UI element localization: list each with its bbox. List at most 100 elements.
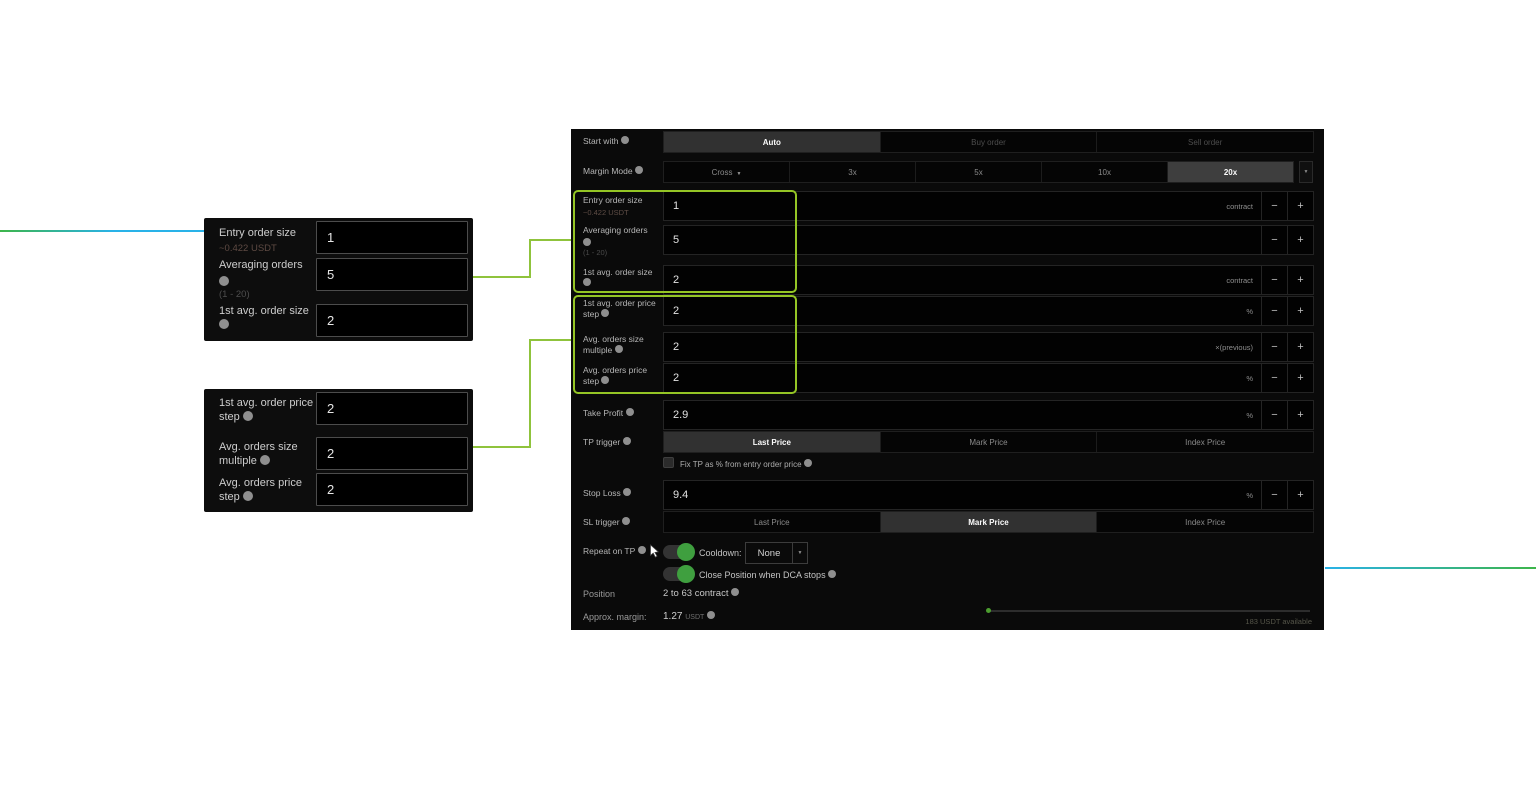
info-icon[interactable] bbox=[625, 408, 634, 416]
callout1-connector bbox=[529, 239, 575, 241]
avg-orders-size-multiple-row: 2 ×(previous) − + bbox=[663, 332, 1314, 362]
dca-bot-settings-panel: Start with Auto Buy order Sell order Mar… bbox=[571, 129, 1324, 630]
entry-minus-button[interactable]: − bbox=[1261, 192, 1287, 220]
info-icon[interactable] bbox=[583, 278, 591, 286]
stop-loss-label: Stop Loss bbox=[583, 488, 661, 499]
take-profit-minus-button[interactable]: − bbox=[1261, 401, 1287, 429]
entry-order-size-callout-sub: ~0.422 USDT bbox=[219, 242, 277, 254]
tp-trigger-tabs: Last Price Mark Price Index Price bbox=[663, 431, 1314, 453]
callout2-connector bbox=[473, 446, 531, 448]
info-icon[interactable] bbox=[828, 570, 837, 578]
first-avg-size-minus-button[interactable]: − bbox=[1261, 266, 1287, 294]
tab-10x[interactable]: 10x bbox=[1042, 162, 1168, 182]
tab-auto[interactable]: Auto bbox=[664, 132, 881, 152]
cooldown-label: Cooldown: bbox=[699, 548, 742, 558]
tp-trigger-label: TP trigger bbox=[583, 437, 661, 448]
margin-slider-handle[interactable] bbox=[986, 608, 991, 613]
info-icon[interactable] bbox=[637, 546, 646, 554]
approx-margin-label: Approx. margin: bbox=[583, 612, 647, 622]
tab-tp-last-price[interactable]: Last Price bbox=[664, 432, 881, 452]
tab-3x[interactable]: 3x bbox=[790, 162, 916, 182]
tab-5x[interactable]: 5x bbox=[916, 162, 1042, 182]
position-label: Position bbox=[583, 589, 616, 599]
price-step-minus-button[interactable]: − bbox=[1261, 364, 1287, 392]
fix-tp-checkbox[interactable] bbox=[663, 457, 674, 468]
averaging-plus-button[interactable]: + bbox=[1287, 226, 1313, 254]
entry-order-size-label: Entry order size ~0.422 USDT bbox=[583, 195, 643, 217]
first-avg-price-step-label: 1st avg. order price step bbox=[583, 298, 656, 319]
info-icon[interactable] bbox=[707, 611, 716, 619]
info-icon[interactable] bbox=[601, 309, 610, 317]
margin-slider[interactable] bbox=[988, 610, 1310, 612]
info-icon[interactable] bbox=[620, 136, 629, 144]
repeat-on-tp-label: Repeat on TP bbox=[583, 546, 653, 557]
margin-mode-dropdown-button[interactable] bbox=[1299, 161, 1313, 183]
chevron-down-icon bbox=[732, 168, 741, 177]
tab-20x[interactable]: 20x bbox=[1168, 162, 1293, 182]
info-icon bbox=[242, 410, 253, 421]
price-step-plus-button[interactable]: + bbox=[1287, 364, 1313, 392]
callout-box-avg-orders: 1st avg. order price step 2 Avg. orders … bbox=[204, 389, 473, 512]
averaging-orders-row: 5 − + bbox=[663, 225, 1314, 255]
chevron-down-icon[interactable] bbox=[792, 543, 807, 563]
first-avg-step-plus-button[interactable]: + bbox=[1287, 297, 1313, 325]
info-icon[interactable] bbox=[634, 166, 643, 174]
first-avg-order-size-input[interactable]: 2 bbox=[673, 274, 680, 286]
available-balance: 183 USDT available bbox=[1245, 617, 1312, 626]
stop-loss-minus-button[interactable]: − bbox=[1261, 481, 1287, 509]
repeat-on-tp-toggle[interactable] bbox=[663, 543, 695, 561]
tab-sl-index-price[interactable]: Index Price bbox=[1185, 517, 1226, 527]
stop-loss-plus-button[interactable]: + bbox=[1287, 481, 1313, 509]
averaging-orders-callout-label: Averaging orders (1 - 20) bbox=[219, 259, 303, 300]
sl-trigger-tabs: Last Price Mark Price Index Price bbox=[663, 511, 1314, 533]
entry-order-size-input[interactable]: 1 bbox=[673, 200, 680, 212]
close-position-label: Close Position when DCA stops bbox=[699, 570, 837, 580]
first-avg-order-size-label: 1st avg. order size bbox=[583, 267, 661, 289]
first-avg-order-size-callout-input: 2 bbox=[316, 304, 468, 337]
entry-plus-button[interactable]: + bbox=[1287, 192, 1313, 220]
info-icon[interactable] bbox=[621, 517, 630, 525]
avg-orders-price-step-input[interactable]: 2 bbox=[673, 372, 680, 384]
tab-buy-order[interactable]: Buy order bbox=[881, 132, 1098, 152]
cooldown-value: None bbox=[757, 547, 781, 559]
first-avg-price-step-input[interactable]: 2 bbox=[673, 305, 680, 317]
averaging-orders-callout-input: 5 bbox=[316, 258, 468, 291]
entry-order-size-callout-label: Entry order size ~0.422 USDT bbox=[219, 227, 316, 255]
callout2-connector bbox=[529, 339, 575, 341]
info-icon[interactable] bbox=[583, 238, 591, 246]
position-value: 2 to 63 contract bbox=[663, 588, 740, 599]
avg-orders-size-multiple-label: Avg. orders size multiple bbox=[583, 334, 644, 355]
stop-loss-row: 9.4 % − + bbox=[663, 480, 1314, 510]
info-icon[interactable] bbox=[601, 376, 610, 384]
multiple-minus-button[interactable]: − bbox=[1261, 333, 1287, 361]
tab-tp-index-price[interactable]: Index Price bbox=[1185, 437, 1226, 447]
callout1-connector bbox=[473, 276, 531, 278]
close-position-toggle[interactable] bbox=[663, 565, 695, 583]
tab-tp-mark-price[interactable]: Mark Price bbox=[881, 432, 1098, 452]
tab-cross[interactable]: Cross bbox=[664, 162, 790, 182]
info-icon[interactable] bbox=[622, 437, 631, 445]
first-avg-price-step-callout-input: 2 bbox=[316, 392, 468, 425]
first-avg-step-minus-button[interactable]: − bbox=[1261, 297, 1287, 325]
averaging-orders-input[interactable]: 5 bbox=[673, 234, 680, 246]
avg-orders-price-step-callout-label: Avg. orders price step bbox=[219, 477, 302, 503]
stop-loss-input[interactable]: 9.4 bbox=[673, 489, 689, 501]
first-avg-size-plus-button[interactable]: + bbox=[1287, 266, 1313, 294]
info-icon[interactable] bbox=[731, 588, 740, 596]
tab-sl-last-price[interactable]: Last Price bbox=[664, 512, 881, 532]
avg-orders-size-multiple-input[interactable]: 2 bbox=[673, 341, 680, 353]
take-profit-input[interactable]: 2.9 bbox=[673, 409, 689, 421]
first-avg-order-size-callout-label: 1st avg. order size bbox=[219, 305, 316, 332]
multiple-plus-button[interactable]: + bbox=[1287, 333, 1313, 361]
take-profit-plus-button[interactable]: + bbox=[1287, 401, 1313, 429]
info-icon[interactable] bbox=[623, 488, 632, 496]
tab-sl-mark-price[interactable]: Mark Price bbox=[880, 512, 1098, 532]
tab-sell-order[interactable]: Sell order bbox=[1188, 137, 1223, 147]
avg-orders-price-step-label: Avg. orders price step bbox=[583, 365, 648, 386]
info-icon[interactable] bbox=[614, 345, 623, 353]
info-icon[interactable] bbox=[803, 459, 812, 467]
averaging-minus-button[interactable]: − bbox=[1261, 226, 1287, 254]
cooldown-select[interactable]: None bbox=[745, 542, 808, 564]
entry-order-size-unit: contract bbox=[1226, 201, 1253, 211]
